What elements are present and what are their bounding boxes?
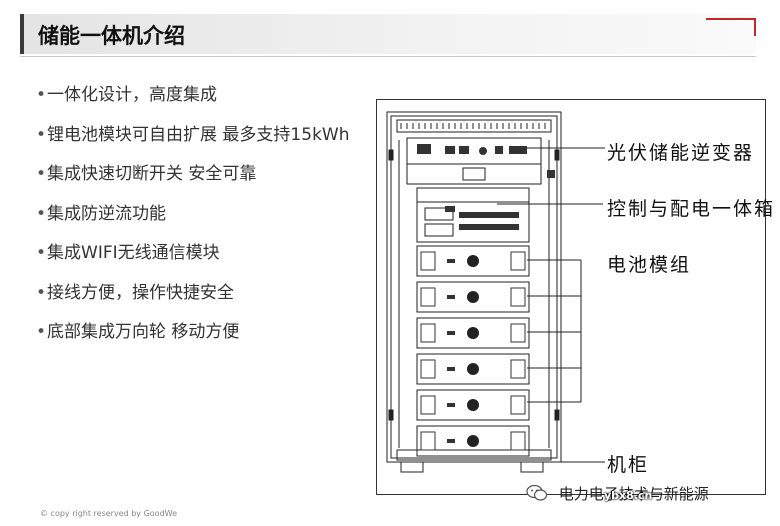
callout-control-box: 控制与配电一体箱 xyxy=(607,198,776,220)
callout-inverter: 光伏储能逆变器 xyxy=(607,142,755,164)
title-divider xyxy=(20,56,756,57)
bullet-item: 集成WIFI无线通信模块 xyxy=(36,238,350,278)
battery-module xyxy=(416,353,530,385)
callout-cabinet: 机柜 xyxy=(607,454,650,476)
battery-module xyxy=(416,389,530,421)
cabinet-diagram: 光伏储能逆变器 控制与配电一体箱 电池模组 机柜 xyxy=(376,99,773,495)
battery-module xyxy=(416,317,530,349)
wechat-icon xyxy=(526,484,548,506)
bullet-item: 集成防逆流功能 xyxy=(36,199,350,239)
page-title: 储能一体机介绍 xyxy=(38,24,185,48)
cabinet-drawing xyxy=(386,111,605,473)
watermark-site: ybx8.cn xyxy=(604,489,653,502)
wechat-watermark: 电力电子技术与新能源 ybx8.cn xyxy=(526,483,709,505)
battery-module-stack xyxy=(416,245,530,457)
feature-list: 一体化设计，高度集成 锂电池模块可自由扩展 最多支持15kWh 集成快速切断开关… xyxy=(36,80,350,357)
bullet-item: 底部集成万向轮 移动方便 xyxy=(36,317,350,357)
corner-accent-mark xyxy=(706,18,756,36)
bullet-item: 集成快速切断开关 安全可靠 xyxy=(36,159,350,199)
watermark-text: 电力电子技术与新能源 xyxy=(558,485,709,503)
control-box-unit xyxy=(416,201,530,243)
battery-module xyxy=(416,245,530,277)
bullet-item: 锂电池模块可自由扩展 最多支持15kWh xyxy=(36,120,349,160)
copyright-notice: © copy right reserved by GoodWe xyxy=(40,509,178,518)
battery-module xyxy=(416,425,530,457)
bullet-item: 一体化设计，高度集成 xyxy=(36,80,350,120)
cabinet-shell xyxy=(386,111,562,463)
title-bar: 储能一体机介绍 xyxy=(20,14,756,54)
bullet-item: 接线方便，操作快捷安全 xyxy=(36,278,350,318)
battery-module xyxy=(416,281,530,313)
callout-battery: 电池模组 xyxy=(607,254,692,276)
